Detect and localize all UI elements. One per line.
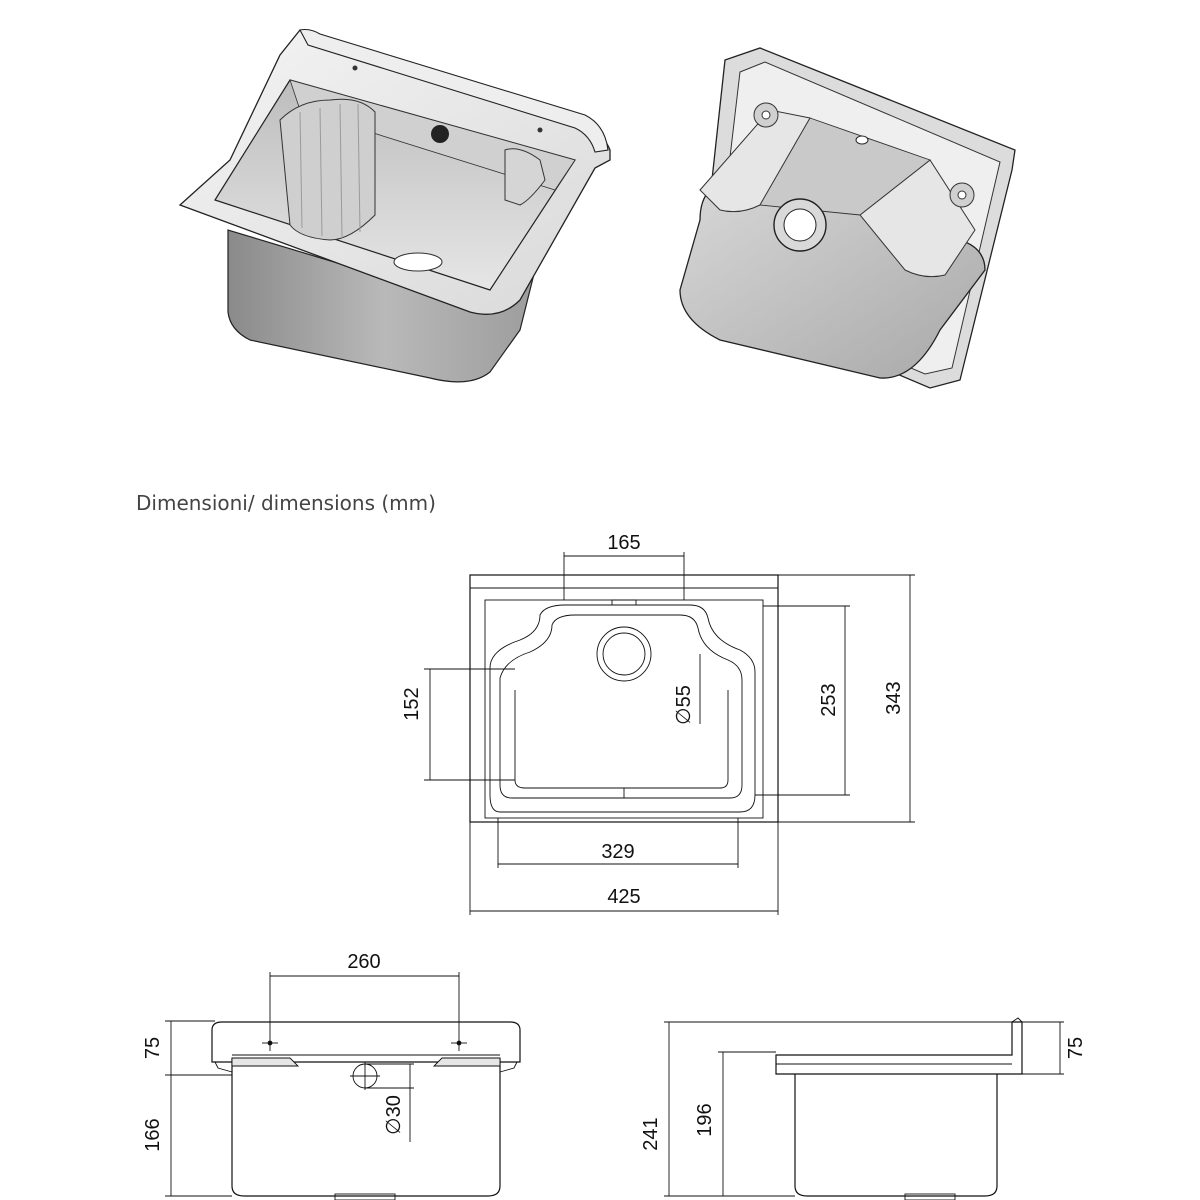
dim-spacing-165: 165 [607, 532, 640, 554]
dim-width-425: 425 [607, 886, 640, 908]
dim-drain-diameter-30: ∅30 [383, 1095, 405, 1135]
dim-side-rim-height-75: 75 [1065, 1037, 1087, 1059]
sink-isometric-bottom-view [679, 47, 1016, 389]
sink-side-view: 241 196 75 [640, 1017, 1087, 1200]
dim-hole-diameter-55: ∅55 [673, 685, 695, 725]
dim-side-total-height-241: 241 [640, 1117, 662, 1150]
dim-depth-343: 343 [883, 681, 905, 714]
dim-front-basin-height-166: 166 [142, 1118, 164, 1151]
sink-isometric-top-view [178, 28, 611, 383]
dimensions-title: Dimensioni/ dimensions (mm) [136, 491, 436, 515]
dim-depth-253: 253 [818, 683, 840, 716]
dim-hole-spacing-260: 260 [347, 951, 380, 973]
sink-front-view: 260 75 166 ∅30 [142, 951, 521, 1200]
dim-front-rim-height-75: 75 [142, 1037, 164, 1059]
dim-depth-152: 152 [401, 687, 423, 720]
dim-width-329: 329 [601, 841, 634, 863]
dim-side-basin-height-196: 196 [694, 1103, 716, 1136]
sink-top-plan-view: 165 329 425 343 253 152 ∅55 [401, 532, 915, 915]
